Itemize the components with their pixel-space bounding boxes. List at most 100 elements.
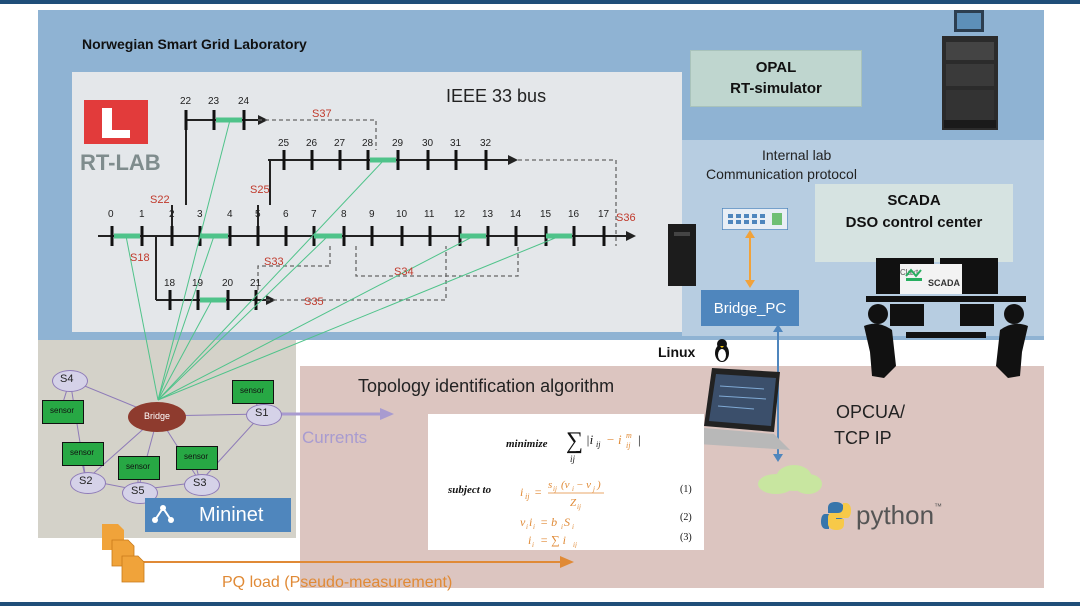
svg-text:i: i: [526, 523, 528, 531]
bus-number: 9: [369, 209, 375, 220]
svg-text:|i: |i: [586, 432, 594, 447]
bus-number: 26: [306, 138, 318, 149]
python-logo-icon: [821, 502, 851, 530]
pc-tower-icon: [668, 224, 696, 286]
bus-number: 5: [255, 209, 261, 220]
switch-label-s18: S18: [130, 252, 150, 264]
ieee33-title: IEEE 33 bus: [446, 86, 547, 106]
bus-number: 30: [422, 138, 434, 149]
bus-number: 10: [396, 209, 408, 220]
sensor-box: sensor: [62, 442, 104, 466]
bridge-node: [128, 402, 186, 432]
switch-node-s4-label: S4: [60, 373, 74, 385]
bus-number: 7: [311, 209, 317, 220]
switch-node-s3-label: S3: [193, 477, 207, 489]
switch-node-s3: [184, 474, 220, 496]
svg-text:ij: ij: [596, 440, 601, 449]
linux-label: Linux: [658, 344, 696, 360]
svg-text:i: i: [533, 523, 535, 531]
svg-text:i: i: [572, 523, 574, 531]
svg-text:v: v: [520, 515, 526, 529]
dso-control-center-label: DSO control center: [845, 214, 983, 231]
cloud-icon: [758, 465, 822, 494]
pq-load-files-icon: [102, 524, 145, 583]
bus-number: 6: [283, 209, 289, 220]
switch-label-s36: S36: [616, 212, 636, 224]
communication-protocol-label: Communication protocol: [706, 166, 857, 182]
scada-title: SCADA: [887, 192, 941, 209]
switch-node-s1-label: S1: [255, 407, 269, 419]
bus-number: 8: [341, 209, 347, 220]
lab-title: Norwegian Smart Grid Laboratory: [82, 36, 307, 52]
svg-text:= b: = b: [540, 515, 557, 529]
svg-text:Z: Z: [570, 497, 577, 509]
equation-number-3: (3): [680, 532, 692, 543]
laptop-icon: [698, 368, 790, 450]
bus-number: 1: [139, 209, 145, 220]
scada-box: SCADA DSO control center: [815, 184, 1013, 262]
bus-number: 14: [510, 209, 522, 220]
bus-number: 4: [227, 209, 233, 220]
svg-text:|: |: [638, 432, 641, 447]
switch-node-s4: [52, 370, 88, 392]
svg-text:i: i: [532, 541, 534, 548]
equation-number-2: (2): [680, 512, 692, 523]
orange-link-arrow: [745, 230, 755, 288]
bus-number: 22: [180, 96, 192, 107]
switch-label-s37: S37: [312, 108, 332, 120]
bus-number: 25: [278, 138, 290, 149]
svg-text:m: m: [626, 431, 632, 440]
bus-number: 20: [222, 278, 234, 289]
equation-number-1: (1): [680, 484, 692, 495]
sensor-label: sensor: [184, 452, 209, 461]
tcp-ip-label: TCP IP: [834, 428, 892, 448]
svg-text:∑: ∑: [566, 428, 583, 454]
scada-logo-icon: [905, 268, 922, 281]
mininet-label: Mininet: [199, 504, 264, 526]
sensor-box: sensor: [232, 380, 274, 404]
svg-text:i: i: [520, 485, 523, 499]
mininet-logo-icon: [152, 505, 174, 523]
bridge-pc-label: Bridge_PC: [713, 299, 787, 317]
sensor-label: sensor: [240, 386, 265, 395]
opcua-label: OPCUA/: [836, 402, 906, 422]
sensor-label: sensor: [50, 406, 75, 415]
pq-load-label: PQ load (Pseudo-measurement): [222, 574, 453, 591]
svg-text:ij: ij: [577, 503, 581, 511]
svg-text:S: S: [564, 515, 570, 529]
bus-number: 19: [192, 278, 204, 289]
svg-text:− v: − v: [576, 479, 591, 491]
bus-number: 29: [392, 138, 404, 149]
minimize-keyword: minimize: [506, 438, 548, 450]
svg-text:ij: ij: [525, 492, 530, 501]
sensor-box: sensor: [42, 400, 84, 424]
scada-logo-text: SCADA: [928, 278, 961, 288]
switch-label-s22: S22: [150, 194, 170, 206]
objective-formula: ∑ ij |i ij − i m ij |: [566, 428, 641, 464]
linux-tux-icon: [715, 339, 729, 362]
subject-to-keyword: subject to: [448, 484, 492, 496]
opal-label: OPAL: [755, 59, 797, 76]
sensor-box: sensor: [118, 456, 160, 480]
sensor-label: sensor: [126, 462, 151, 471]
svg-text:(v: (v: [561, 479, 570, 491]
frame-bottom-border: [0, 602, 1080, 606]
svg-text:i: i: [561, 523, 563, 531]
opal-rt-simulator-box: OPAL RT-simulator: [690, 50, 862, 107]
bridge-node-label: Bridge: [144, 411, 171, 421]
svg-text:ij: ij: [573, 541, 577, 548]
sensor-box: sensor: [176, 446, 218, 470]
svg-text:ij: ij: [570, 454, 576, 464]
network-switch-icon: [722, 208, 788, 230]
frame-top-border: [0, 0, 1080, 4]
bus-number: 17: [598, 209, 610, 220]
bus-number: 27: [334, 138, 346, 149]
python-trademark: ™: [934, 502, 942, 511]
ieee33-panel: [72, 72, 682, 332]
switch-label-s33: S33: [264, 256, 284, 268]
switch-node-s1: [246, 404, 282, 426]
python-label: python: [856, 500, 935, 530]
bus-number: 21: [250, 278, 262, 289]
bus-number: 0: [108, 209, 114, 220]
